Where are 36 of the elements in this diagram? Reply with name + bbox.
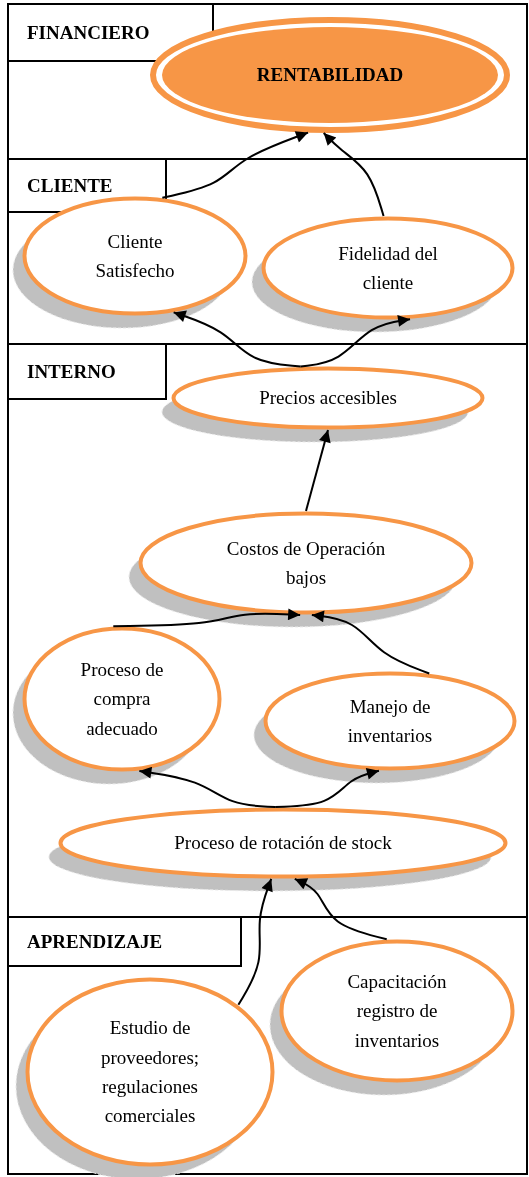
objective-ellipse [261, 216, 515, 320]
objective-ellipse [279, 939, 515, 1083]
objective-ellipse [171, 366, 485, 430]
objective-label: Estudio de proveedores; regulaciones comerciales [99, 1016, 201, 1129]
objective-ellipse [22, 196, 248, 316]
objective-label: Precios accesibles [258, 386, 398, 411]
arrow [299, 315, 412, 368]
objective-label: Capacitación registro de inventarios [346, 969, 448, 1053]
goal-ellipse [150, 17, 510, 133]
objective-label: Proceso de compra adecuado [79, 657, 165, 741]
objective-label: Proceso de rotación de stock [173, 831, 393, 856]
arrow [112, 608, 302, 628]
objective-ellipse [22, 626, 222, 772]
arrow [322, 131, 385, 218]
objective-ellipse [58, 807, 508, 879]
arrow [293, 877, 388, 941]
objective-label: Cliente Satisfecho [94, 229, 176, 283]
objective-label: Costos de Operación bajos [225, 536, 387, 590]
arrow [138, 766, 277, 808]
arrow [310, 610, 431, 675]
perspective-band [7, 345, 528, 918]
arrow [274, 767, 380, 808]
objective-label: Manejo de inventarios [346, 694, 434, 748]
perspective-header: APRENDIZAJE [9, 918, 242, 967]
arrow [161, 131, 310, 199]
arrow [305, 429, 331, 512]
arrow [172, 310, 302, 368]
objective-label: Fidelidad del cliente [337, 241, 439, 295]
perspective-band [7, 3, 528, 160]
objective-ellipse [138, 511, 474, 615]
goal-label: RENTABILIDAD [255, 63, 405, 88]
perspective-band [7, 160, 528, 345]
objective-ellipse [263, 671, 517, 771]
objective-ellipse [25, 977, 275, 1167]
perspective-band [7, 918, 528, 1175]
arrow [237, 877, 273, 1006]
